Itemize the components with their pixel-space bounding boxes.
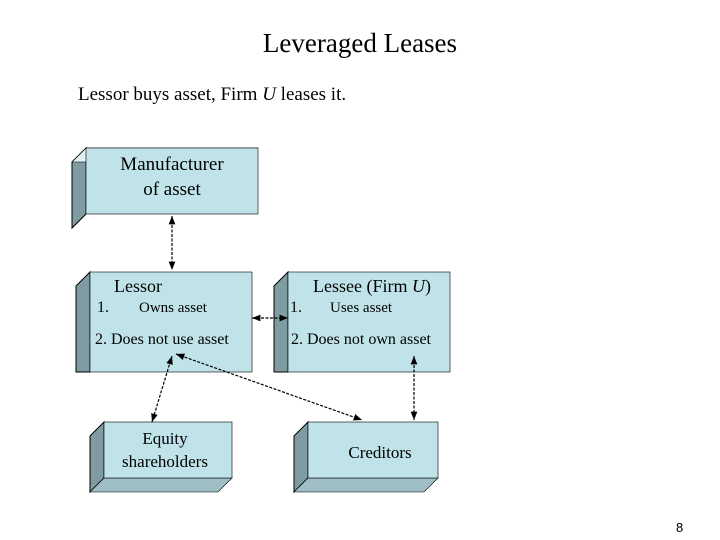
creditors-box (293, 420, 439, 494)
lessor-item1-num: 1. (97, 299, 109, 316)
arrow-lessor-equity (151, 355, 173, 423)
lessee-box-side (273, 270, 289, 373)
lessor-item1-text: Owns asset (139, 300, 207, 316)
slide-subtitle: Lessor buys asset, Firm U leases it. (78, 84, 347, 105)
lessee-heading: Lessee (Firm U) (313, 276, 431, 296)
lessee-item1-text: Uses asset (330, 300, 393, 316)
manufacturer-box (71, 146, 259, 230)
page-number: 8 (676, 520, 684, 535)
lessor-item2: 2. Does not use asset (95, 331, 229, 348)
equity-box-bottom (89, 477, 233, 493)
slide-title: Leveraged Leases (262, 28, 458, 58)
manufacturer-line1: Manufacturer (120, 154, 224, 175)
equity-label: Equity shareholders (104, 427, 226, 473)
manufacturer-line2: of asset (143, 179, 201, 200)
creditors-label: Creditors (348, 443, 412, 462)
manufacturer-box-face (85, 147, 259, 215)
lessor-box-side (75, 270, 91, 373)
lessee-item1-num: 1. (290, 299, 302, 316)
equity-box (89, 420, 233, 494)
lessor-box (75, 270, 253, 373)
creditors-box-bottom (293, 477, 439, 493)
lessor-heading: Lessor (114, 276, 162, 296)
arrow-lessor-creditors (175, 353, 363, 421)
lessee-item2: 2. Does not own asset (291, 331, 431, 348)
creditors-box-face (307, 421, 439, 479)
equity-box-face (103, 421, 233, 479)
equity-line2: shareholders (122, 452, 208, 471)
equity-line1: Equity (142, 429, 188, 448)
manufacturer-label: Manufacturer of asset (86, 152, 258, 202)
